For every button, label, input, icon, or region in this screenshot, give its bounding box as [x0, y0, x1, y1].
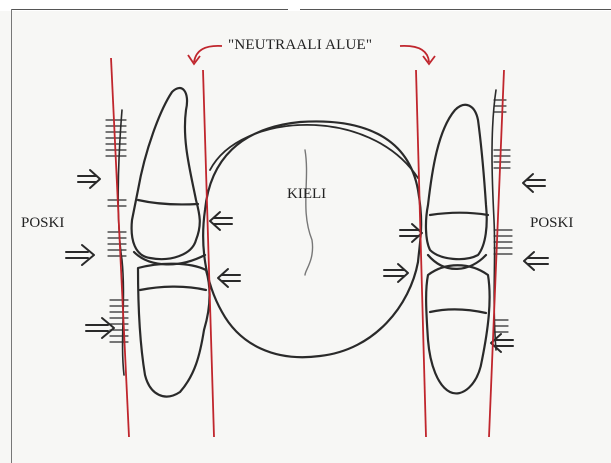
tongue-top-outline [210, 125, 418, 178]
left-lower-crown-line [140, 287, 206, 290]
cheek-label-right: POSKI [530, 216, 573, 231]
right-upper-crown-line [430, 213, 488, 215]
guide-line-right-inner [416, 70, 426, 437]
force-arrow-icon [78, 170, 100, 188]
cheek-label-left: POSKI [21, 216, 64, 231]
right-upper-tooth [426, 105, 487, 259]
left-cheek-hatch [106, 120, 128, 342]
force-arrow-icon [524, 252, 548, 270]
guide-line-left-outer [111, 58, 129, 437]
neutral-zone-title: "NEUTRAALI ALUE" [228, 38, 372, 53]
force-arrow-icon [523, 174, 545, 192]
left-upper-tooth [132, 88, 200, 259]
tongue-label: KIELI [287, 187, 326, 202]
right-cheek-hatch [494, 100, 512, 332]
right-lower-tooth [426, 265, 490, 393]
tongue-midline [305, 150, 313, 275]
right-upper-crown-bottom [428, 255, 486, 269]
force-arrow-icon [218, 269, 240, 287]
force-arrow-icon [384, 264, 408, 282]
left-upper-crown-line [138, 200, 198, 205]
right-lower-crown-line [430, 309, 486, 313]
force-arrow-icon [210, 212, 232, 230]
force-arrow-icon [400, 224, 422, 242]
force-arrow-icon [86, 318, 114, 338]
force-arrow-icon [66, 245, 94, 265]
left-lower-tooth [138, 264, 210, 397]
force-arrow-icon [491, 334, 513, 352]
